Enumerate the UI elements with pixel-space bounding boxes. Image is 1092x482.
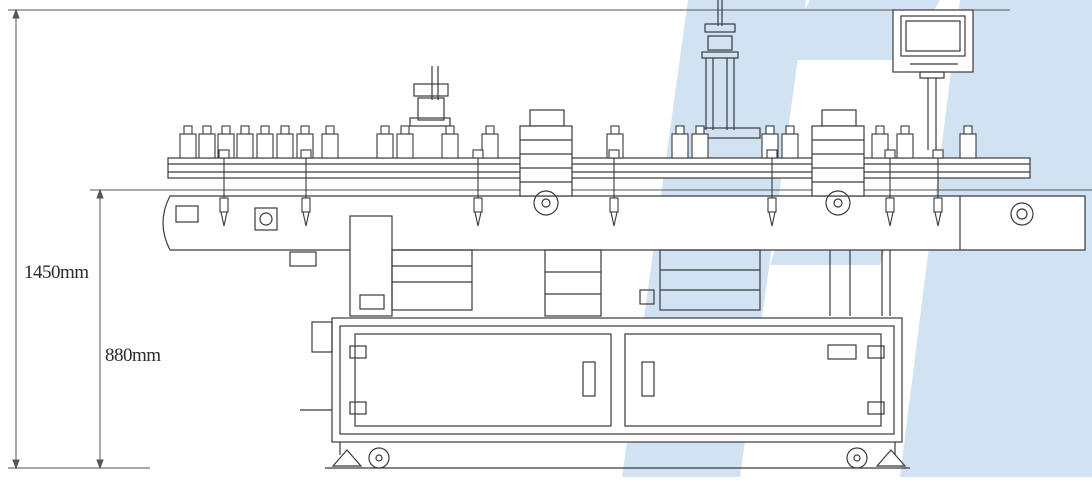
bottle: [256, 125, 274, 159]
bottle: [321, 125, 339, 159]
center-mast: [699, 0, 761, 139]
table-height-label: 880mm: [105, 345, 161, 366]
conveyor-rail: [167, 157, 1031, 179]
bottle-guide: [884, 149, 896, 227]
dimension-lines: [8, 8, 1092, 470]
bottle: [671, 125, 689, 159]
middle-frame: [349, 215, 891, 317]
bottle: [236, 125, 254, 159]
bottle: [276, 125, 294, 159]
bottle-guides: [218, 149, 944, 227]
base-cabinet: [300, 317, 903, 455]
bottle-guide: [472, 149, 484, 227]
bottles-row: [179, 125, 977, 159]
labeling-head-left: [519, 109, 573, 216]
bottle-guide: [608, 149, 620, 227]
control-panel: [892, 9, 974, 150]
bottle: [896, 125, 914, 159]
left-mast: [409, 66, 451, 127]
bottle: [376, 125, 394, 159]
bottle-guide: [300, 149, 312, 227]
bottle: [441, 125, 459, 159]
bottle: [691, 125, 709, 159]
overall-height-label: 1450mm: [24, 262, 89, 283]
bottle: [396, 125, 414, 159]
bottle: [871, 125, 889, 159]
bottle: [481, 125, 499, 159]
bottle: [959, 125, 977, 159]
machine-body-panel: [162, 195, 1086, 267]
bottle: [198, 125, 216, 159]
bottle-guide: [932, 149, 944, 227]
caster-wheels: [325, 447, 910, 469]
bottle-guide: [218, 149, 230, 227]
labeling-head-right: [811, 109, 865, 216]
bottle: [179, 125, 197, 159]
bottle-guide: [766, 149, 778, 227]
bottle: [781, 125, 799, 159]
